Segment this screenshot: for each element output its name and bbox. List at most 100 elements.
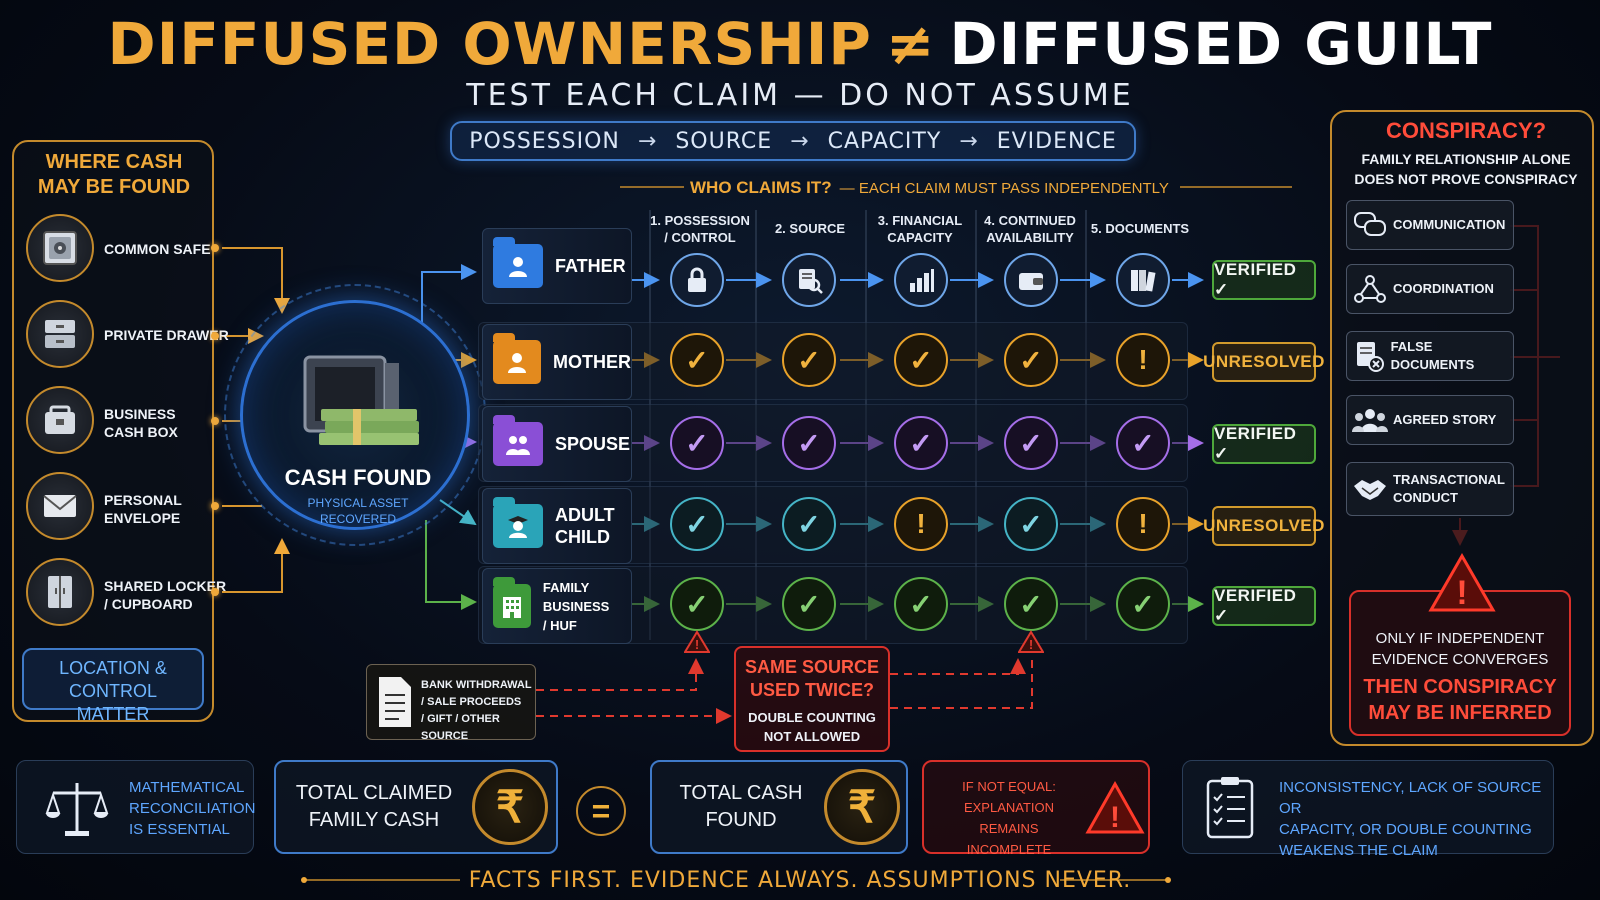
check-icon: ✓ [782,577,836,631]
envelope-icon [26,472,94,540]
check-icon: ✓ [1004,577,1058,631]
flow-arrow: → [637,128,658,154]
who-claims-header: WHO CLAIMS IT?— EACH CLAIM MUST PASS IND… [690,178,1169,197]
location-shared-locker [26,558,94,626]
conspiracy-title: CONSPIRACY? [1385,118,1547,143]
scales-icon [45,783,109,836]
location-common-safe [26,214,94,282]
column-possession: 1. POSSESSION/ CONTROL [650,213,750,245]
factor-agreed-story: AGREED STORY [1346,395,1514,445]
safe-icon [26,214,94,282]
check-icon: ✓ [782,333,836,387]
graduate-folder-icon [493,497,543,548]
result-mother: UNRESOLVED [1203,342,1324,382]
factor-coordination: COORDINATION [1346,264,1514,314]
person-folder-icon [493,333,541,384]
check-icon: ✓ [1004,416,1058,470]
result-spouse: VERIFIED ✓ [1212,424,1316,464]
check-icon: ✓ [782,416,836,470]
exclamation-icon: ! [894,497,948,551]
check-icon: ✓ [894,577,948,631]
column-documents: 5. DOCUMENTS [1090,221,1190,236]
flow-step-capacity: CAPACITY [827,128,942,154]
svg-text:!: ! [695,637,699,652]
check-icon: ✓ [670,416,724,470]
document-search-icon [782,253,836,307]
claimant-father: FATHER [482,228,632,304]
drawer-icon [26,300,94,368]
exclamation-icon: ! [1116,497,1170,551]
location-business-cash-box [26,386,94,454]
check-icon: ✓ [1116,577,1170,631]
svg-text:!: ! [1110,801,1120,834]
warning-icon: ! [684,630,710,653]
person-folder-icon [493,237,543,288]
claimant-family-business: FAMILY BUSINESS/ HUF [482,568,632,644]
rupee-icon: ₹ [824,769,900,845]
svg-text:!: ! [1456,574,1467,612]
result-adult-child: UNRESOLVED [1203,506,1324,546]
locker-icon [26,558,94,626]
flow-step-source: SOURCE [675,128,773,154]
check-icon: ✓ [1116,416,1170,470]
flow-step-evidence: EVIDENCE [996,128,1117,154]
alert-triangle-icon: ! [1085,780,1145,834]
flow-arrow: → [790,128,810,154]
check-icon: ✓ [782,497,836,551]
claimant-mother: MOTHER [482,324,632,400]
equals-icon: = [576,786,626,836]
process-flow-bar: POSSESSION → SOURCE → CAPACITY → EVIDENCE [450,121,1136,161]
handshake-icon [1347,476,1393,502]
svg-text:!: ! [1029,637,1033,652]
factor-communication: COMMUNICATION [1346,200,1514,250]
wallet-icon [1004,253,1058,307]
checklist-icon [1206,777,1254,839]
check-icon: ✓ [894,333,948,387]
claimant-spouse: SPOUSE [482,406,632,482]
location-private-drawer [26,300,94,368]
check-icon: ✓ [1004,497,1058,551]
false-document-icon [1347,340,1391,372]
source-document-box: BANK WITHDRAWAL/ SALE PROCEEDS/ GIFT / O… [366,664,536,742]
rupee-icon: ₹ [472,769,548,845]
exclamation-icon: ! [1116,333,1170,387]
binders-icon [1116,253,1170,307]
group-icon [1347,407,1393,433]
document-icon [379,677,411,727]
flow-step-possession: POSSESSION [469,128,620,154]
flow-arrow: → [959,128,979,154]
check-icon: ✓ [670,577,724,631]
alert-triangle-icon: ! [1428,552,1496,612]
page-title: DIFFUSED OWNERSHIP≠DIFFUSED GUILT [107,10,1493,78]
location-personal-envelope [26,472,94,540]
lock-icon [670,253,724,307]
hub-title: CASH FOUND [284,465,432,490]
result-family-business: VERIFIED ✓ [1212,586,1316,626]
result-father: VERIFIED ✓ [1212,260,1316,300]
couple-folder-icon [493,415,543,466]
open-safe-with-cash-icon [303,355,419,445]
check-icon: ✓ [1004,333,1058,387]
warning-icon: ! [1018,630,1044,653]
network-icon [1347,274,1393,304]
building-folder-icon [493,577,531,628]
check-icon: ✓ [670,333,724,387]
factor-false-documents: FALSE DOCUMENTS [1346,331,1514,381]
cash-box-icon [26,386,94,454]
